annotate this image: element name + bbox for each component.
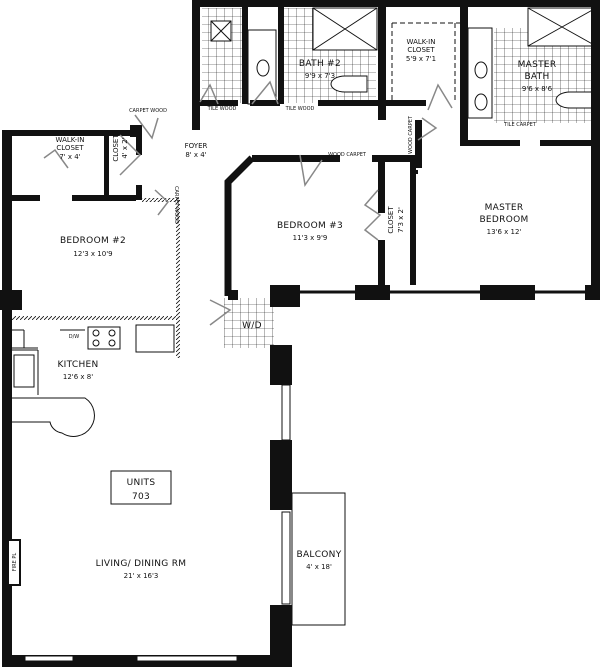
master-bath-label-1: MASTER [518,60,557,70]
master-bath-label-2: BATH [524,72,549,82]
balcony-label: BALCONY [296,550,341,560]
dishwasher-label: D/W [69,334,80,340]
carpet-wood-label: CARPET WOOD [129,108,167,114]
unit-label: UNITS [127,478,156,488]
room-labels: BATH #2 9'9 x 7'3 WALK-IN CLOSET 5'9 x 7… [12,38,556,580]
tile-wood-label-1: TILE WOOD [207,106,237,112]
tile-carpet-label: TILE CARPET [503,122,537,128]
balcony-dims: 4' x 18' [306,563,332,571]
bedroom3-label: BEDROOM #3 [277,221,343,231]
doors [43,80,453,326]
walkin-bed2-label-2: CLOSET [56,144,84,152]
living-label: LIVING/ DINING RM [96,559,187,569]
master-bedroom-dims: 13'6 x 12' [487,228,522,236]
bedroom2-label: BEDROOM #2 [60,236,126,246]
bedroom3-dims: 11'3 x 9'9 [293,234,328,242]
walkin-master-dims: 5'9 x 7'1 [406,55,436,63]
tile-wood-label-2: TILE WOOD [285,106,315,112]
closet-foyer-label: CLOSET [112,134,120,162]
closet-foyer-dims: 4' x 2' [121,137,129,158]
wood-carpet-label: WOOD CARPET [328,152,367,158]
kitchen-counters [12,324,175,437]
kitchen-dims: 12'6 x 8' [63,373,93,381]
walkin-bed2-dims: 7' x 4' [59,153,80,161]
fireplace-label: FIRE PL [12,553,18,572]
master-bedroom-label-2: BEDROOM [479,215,528,225]
closet-bed3-label: CLOSET [387,206,395,234]
bath2-dims: 9'9 x 7'3 [305,72,335,80]
carpet-wood-label-2: CARPET WOOD [173,186,179,224]
foyer-label: FOYER [185,142,208,150]
wood-carpet-label-2: WOOD CARPET [408,115,414,154]
balcony-outline [291,492,346,626]
kitchen-label: KITCHEN [57,360,98,370]
walkin-master-label-2: CLOSET [407,46,435,54]
bedroom2-dims: 12'3 x 10'9 [73,250,112,258]
washer-dryer-label: W/D [242,321,262,331]
unit-number-box [110,470,172,505]
living-dims: 21' x 16'3 [124,572,159,580]
foyer-dims: 8' x 4' [185,151,206,159]
walkin-bed2-label-1: WALK-IN [56,136,85,144]
closet-bed3-dims: 7'3 x 2' [397,207,405,233]
master-bath-dims: 9'6 x 8'6 [522,85,553,93]
master-bedroom-label-1: MASTER [485,203,524,213]
walkin-master-label-1: WALK-IN [407,38,436,46]
bath2-label: BATH #2 [299,59,341,69]
unit-number: 703 [132,492,150,502]
